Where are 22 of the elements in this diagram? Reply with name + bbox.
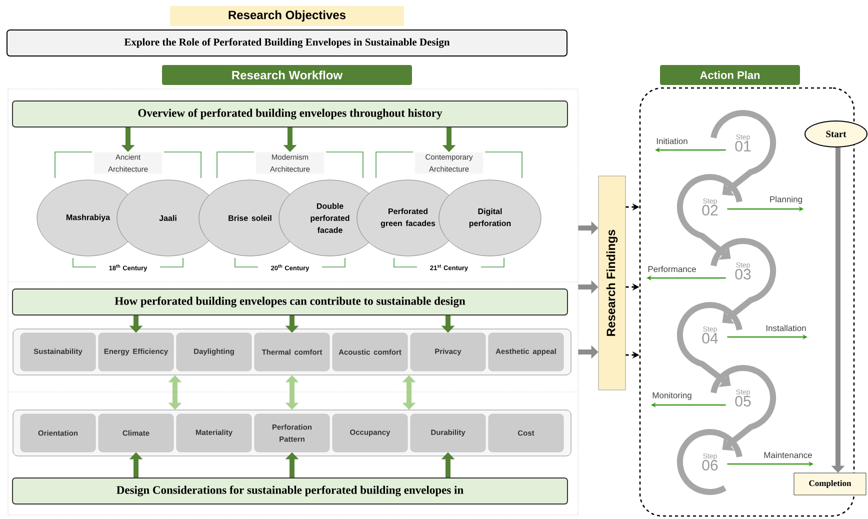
- banner: Research Workflow: [162, 65, 412, 85]
- arrow: [710, 365, 776, 451]
- workflow-panel: [8, 88, 578, 516]
- heading-box: How perforated building envelopes can contribute to sustainable design: [12, 288, 568, 316]
- findings-box: Research Findings: [598, 176, 626, 390]
- objective-box: Explore the Role of Perforated Building Envelopes in Sustainable Design: [6, 30, 568, 56]
- action-panel: [639, 87, 855, 517]
- arrow: [710, 238, 776, 324]
- phase-label: Initiation: [656, 138, 688, 144]
- phase-label: Maintenance: [764, 452, 812, 458]
- arrow: [676, 302, 742, 387]
- heading-box: Overview of perforated building envelopes throughout history: [12, 100, 568, 128]
- banner: Action Plan: [660, 65, 800, 85]
- completion-box: Completion: [794, 472, 866, 496]
- heading-box: Design Considerations for sustainable perforated building envelopes in: [12, 478, 568, 504]
- phase-label: Planning: [770, 196, 802, 204]
- banner: Research Objectives: [170, 6, 404, 26]
- phase-label: Installation: [766, 324, 806, 332]
- arrow: [677, 174, 742, 260]
- phase-label: Monitoring: [652, 392, 692, 400]
- arrow: [710, 110, 776, 196]
- phase-label: Performance: [648, 266, 696, 272]
